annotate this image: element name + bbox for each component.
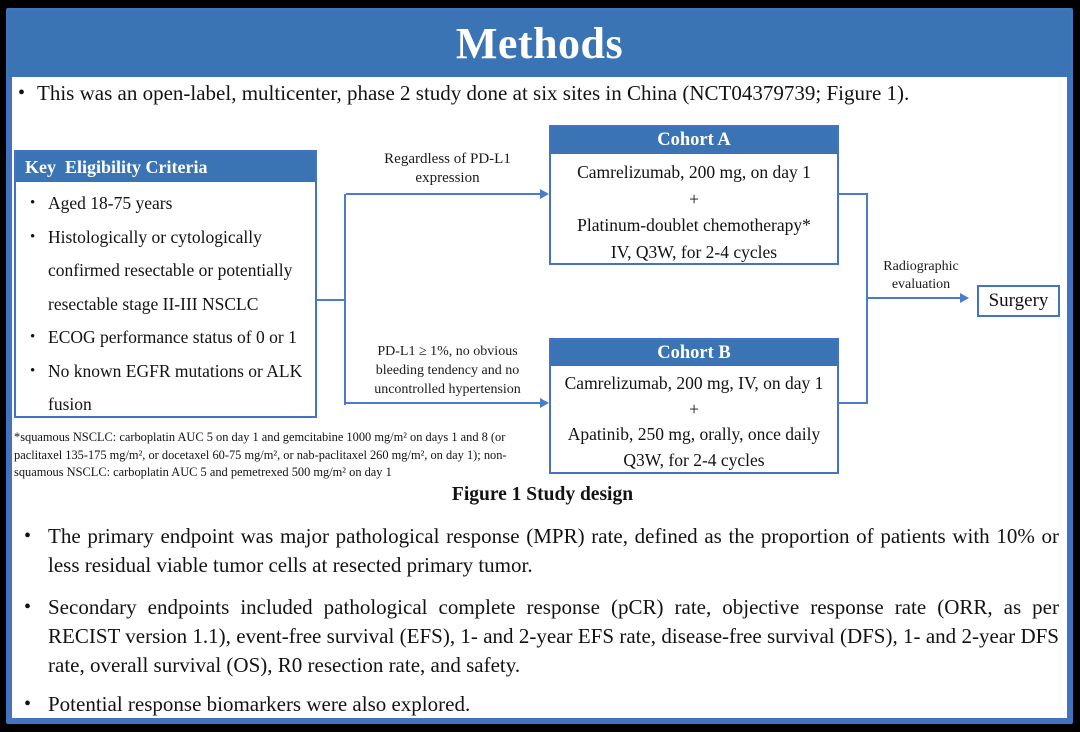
page-title: Methods <box>455 19 624 68</box>
surgery-label: Surgery <box>988 290 1049 311</box>
arrowhead-surgery <box>960 293 969 303</box>
list-item: • ECOG performance status of 0 or 1 <box>30 321 313 355</box>
eligibility-header: Key Eligibility Criteria <box>16 152 315 182</box>
cohort-b-line: Apatinib, 250 mg, orally, once daily <box>567 424 821 444</box>
bullet-text: Potential response biomarkers were also … <box>48 692 471 716</box>
branch-label-cohort-a: Regardless of PD-L1 expression <box>384 151 511 186</box>
cohort-b-line: Camrelizumab, 200 mg, IV, on day 1 <box>564 373 824 393</box>
connector-arrow-surgery-line <box>866 297 961 299</box>
arrowhead-cohort-b <box>540 398 549 408</box>
bullet-marker: • <box>30 228 36 245</box>
endpoint-bullet-primary: • The primary endpoint was major patholo… <box>24 522 1059 580</box>
intro-bullet-text: This was an open-label, multicenter, pha… <box>37 81 910 105</box>
bullet-text: Secondary endpoints included pathologica… <box>48 595 1059 677</box>
cohort-a-header: Cohort A <box>551 127 837 154</box>
connector-left-vertical <box>344 194 346 405</box>
cohort-b-header: Cohort B <box>551 340 837 366</box>
bullet-marker: • <box>18 82 26 104</box>
footnote-line: *squamous NSCLC: carboplatin AUC 5 on da… <box>14 430 506 444</box>
endpoint-bullet-secondary: • Secondary endpoints included pathologi… <box>24 593 1059 680</box>
cohort-a-body: Camrelizumab, 200 mg, on day 1 + Platinu… <box>551 154 837 263</box>
surgery-box: Surgery <box>977 285 1060 317</box>
figure-caption: Figure 1 Study design <box>451 484 634 505</box>
chemotherapy-footnote: *squamous NSCLC: carboplatin AUC 5 on da… <box>14 429 554 482</box>
cohort-a-line: IV, Q3W, for 2-4 cycles <box>610 241 778 262</box>
cohort-b-line: Q3W, for 2-4 cycles <box>623 449 765 470</box>
cohort-a-line: + <box>689 188 699 209</box>
biomarker-bullet: • Potential response biomarkers were als… <box>24 690 1059 719</box>
cohort-a-line: Platinum-doublet chemotherapy* <box>577 215 811 235</box>
list-item: • Histologically or cytologically confir… <box>30 221 313 322</box>
connector-arrow-cohort-b-line <box>346 402 541 404</box>
bullet-marker: • <box>30 329 36 345</box>
list-item: • Aged 18-75 years <box>30 187 313 221</box>
bullet-marker: • <box>30 195 36 211</box>
bullet-text: The primary endpoint was major pathologi… <box>48 524 1059 577</box>
footnote-line: paclitaxel 135-175 mg/m², or docetaxel 6… <box>14 447 507 462</box>
connector-cohort-a-stub <box>838 193 868 195</box>
bullet-marker: • <box>24 596 32 618</box>
cohort-b-line: + <box>689 398 699 419</box>
list-item: • No known EGFR mutations or ALK fusion <box>30 355 313 417</box>
branch-label-cohort-b: PD-L1 ≥ 1%, no obvious bleeding tendency… <box>374 344 521 397</box>
eligibility-box: Key Eligibility Criteria • Aged 18-75 ye… <box>14 150 317 418</box>
cohort-b-box: Cohort B Camrelizumab, 200 mg, IV, on da… <box>549 338 839 474</box>
cohort-b-body: Camrelizumab, 200 mg, IV, on day 1 + Apa… <box>551 366 837 472</box>
eligibility-list: • Aged 18-75 years • Histologically or c… <box>16 182 315 417</box>
intro-bullet: • This was an open-label, multicenter, p… <box>18 79 1063 108</box>
eligibility-item-text: Aged 18-75 years <box>48 193 173 213</box>
connector-cohort-b-stub <box>838 402 868 404</box>
arrowhead-cohort-a <box>540 189 549 199</box>
bullet-marker: • <box>24 525 32 547</box>
footnote-line: squamous NSCLC: carboplatin AUC 5 and pe… <box>14 465 392 479</box>
connector-eligibility-stub <box>315 299 346 301</box>
connector-arrow-cohort-a-line <box>346 193 541 195</box>
title-bar: Methods <box>8 10 1071 77</box>
evaluation-label: Radiographic evaluation <box>883 259 959 292</box>
bullet-marker: • <box>30 362 36 379</box>
eligibility-item-text: Histologically or cytologically confirme… <box>48 226 293 314</box>
eligibility-item-text: ECOG performance status of 0 or 1 <box>48 327 297 347</box>
cohort-a-line: Camrelizumab, 200 mg, on day 1 <box>577 162 811 182</box>
bullet-marker: • <box>24 693 32 715</box>
eligibility-item-text: No known EGFR mutations or ALK fusion <box>48 360 303 415</box>
cohort-a-box: Cohort A Camrelizumab, 200 mg, on day 1 … <box>549 125 839 265</box>
